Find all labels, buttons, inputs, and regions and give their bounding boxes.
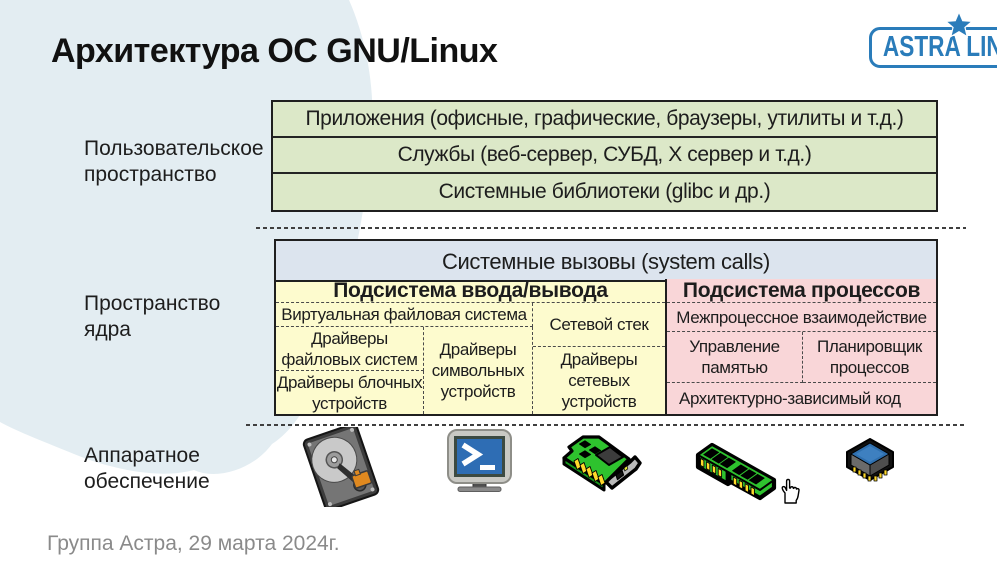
cell-network-stack: Сетевой стек (533, 303, 665, 347)
process-subsystem-area (665, 279, 936, 414)
kernel-space-box: Системные вызовы (system calls) Подсисте… (274, 239, 938, 416)
cell-process-scheduler: Планировщик процессов (803, 332, 936, 383)
hand-cursor (781, 478, 800, 504)
separator-kernel-hardware (246, 424, 966, 426)
separator-user-kernel (256, 227, 966, 229)
astra-linux-logo-text: ASTRA LINUX (882, 31, 997, 63)
cell-arch-dependent-code: Архитектурно-зависимый код (679, 389, 901, 408)
ram-module-icon (695, 442, 777, 501)
cell-memory-management: Управление памятью (667, 332, 803, 383)
label-hardware: Аппаратное обеспечение (84, 444, 210, 493)
astra-linux-logo: ASTRA LINUX (869, 27, 997, 68)
footer-caption: Группа Астра, 29 марта 2024г. (47, 532, 340, 555)
row-applications: Приложения (офисные, графические, браузе… (273, 102, 936, 138)
star-icon (945, 12, 973, 38)
terminal-monitor-icon (447, 429, 512, 492)
user-space-box: Приложения (офисные, графические, браузе… (271, 100, 938, 212)
cpu-chip-icon (846, 438, 894, 482)
io-subsystem-title: Подсистема ввода/вывода (276, 279, 665, 303)
label-kernel-space: Пространство ядра (84, 292, 221, 341)
cell-network-drivers: Драйверы сетевых устройств (560, 350, 638, 411)
cell-fs-drivers: Драйверы файловых систем (276, 327, 424, 371)
hard-disk-icon (302, 427, 380, 507)
page-title: Архитектура ОС GNU/Linux (51, 32, 498, 70)
label-user-space: Пользовательское пространство (84, 137, 264, 186)
cell-char-drivers: Драйверы символьных устройств (424, 327, 533, 414)
network-card-icon (562, 435, 642, 492)
cell-ipc: Межпроцессное взаимодействие (667, 303, 936, 332)
cell-vfs: Виртуальная файловая система (276, 303, 533, 327)
syscalls-bar: Системные вызовы (system calls) (276, 241, 936, 282)
row-system-libraries: Системные библиотеки (glibc и др.) (438, 180, 771, 203)
process-subsystem-title: Подсистема процессов (667, 279, 936, 303)
row-services: Службы (веб-сервер, СУБД, X сервер и т.д… (273, 138, 936, 174)
cell-block-drivers: Драйверы блочных устройств (276, 371, 424, 414)
